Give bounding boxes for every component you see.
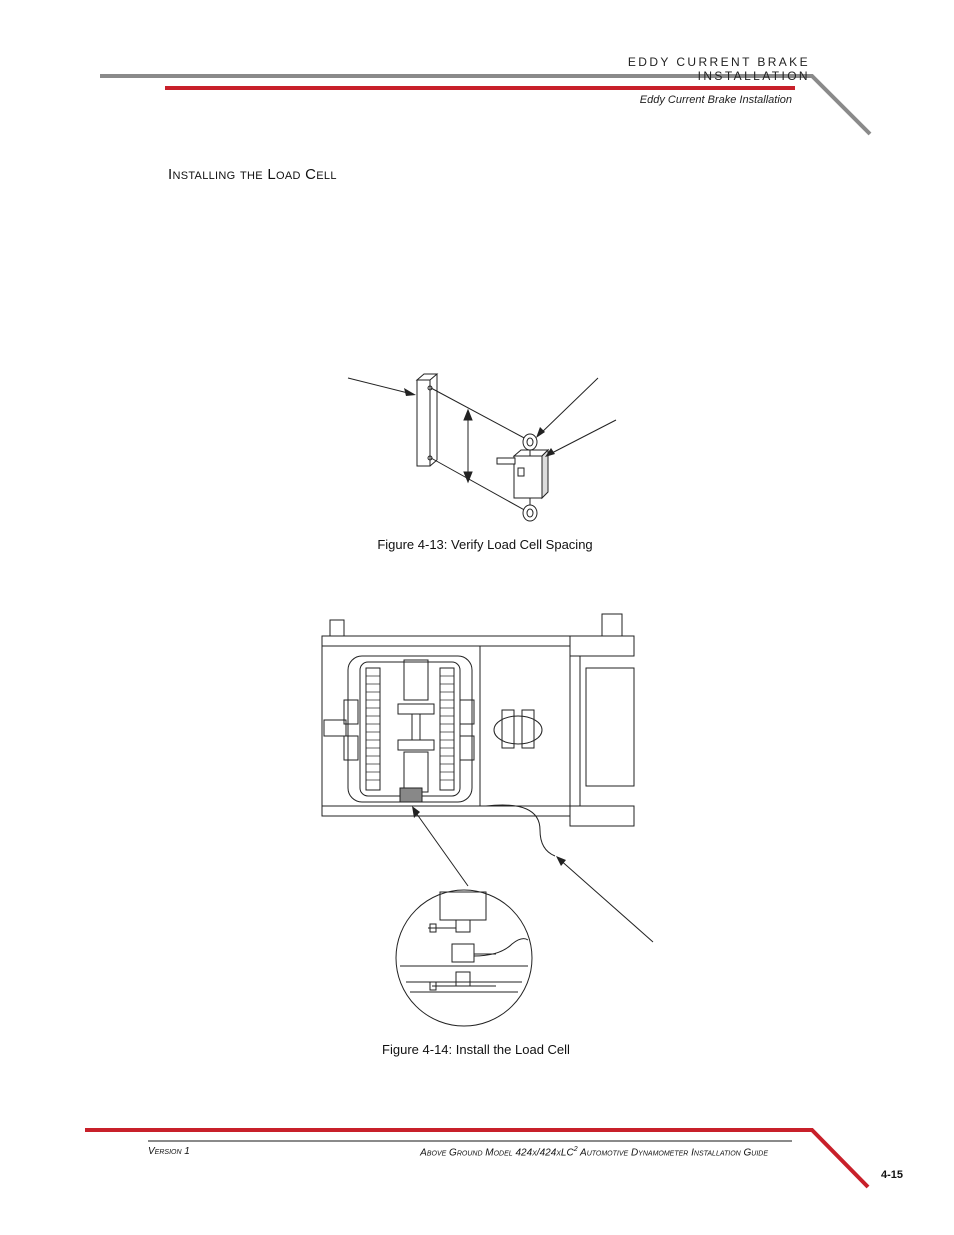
footer-guide-title: Above Ground Model 424x/424xLC2 Automoti… [330,1146,768,1158]
footer-red-rule [85,1128,870,1189]
page-number: 4-15 [880,1169,904,1181]
footer-guide-superscript: 2 [573,1146,578,1153]
figure-4-13-caption: Figure 4-13: Verify Load Cell Spacing [377,537,593,552]
header-chapter-title: EDDY CURRENT BRAKE INSTALLATION [627,55,810,83]
header-gray-rule [100,74,872,136]
section-title: Installing the Load Cell [168,166,337,183]
footer-version: Version 1 [148,1146,190,1157]
figure-4-14-caption: Figure 4-14: Install the Load Cell [382,1042,570,1057]
footer-guide-title-main: Above Ground Model 424x/424xLC [420,1147,574,1159]
header-section-title: Eddy Current Brake Installation [639,94,792,106]
footer-guide-title-suffix: Automotive Dynamometer Installation Guid… [577,1147,768,1159]
